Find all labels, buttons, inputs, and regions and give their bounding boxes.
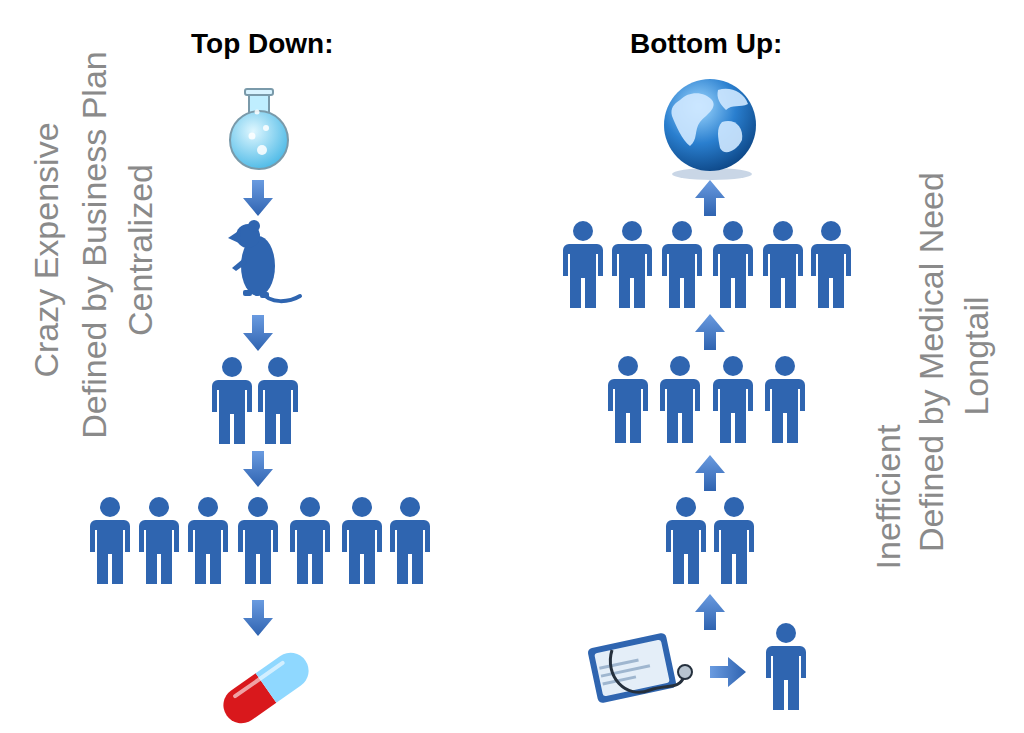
- side-note: Defined by Business Plan: [77, 51, 111, 438]
- arrow: [243, 600, 273, 636]
- side-note: Defined by Medical Need: [914, 172, 948, 552]
- side-note: Centralized: [123, 164, 157, 336]
- arrow: [695, 180, 725, 216]
- rat-icon: [228, 220, 300, 301]
- people-group: [608, 356, 805, 443]
- arrow: [695, 594, 725, 630]
- arrow: [710, 657, 746, 687]
- side-note: Crazy Expensive: [29, 122, 63, 377]
- pill-icon: [216, 646, 315, 731]
- people-group: [90, 497, 430, 584]
- side-note: Longtail: [959, 296, 993, 415]
- side-note: Inefficient: [871, 425, 905, 570]
- arrow: [695, 455, 725, 491]
- flask-icon: [230, 89, 288, 169]
- arrow: [243, 180, 273, 216]
- arrow: [243, 451, 273, 487]
- column-title: Top Down:: [191, 30, 334, 58]
- arrow: [695, 314, 725, 350]
- person-icon: [766, 623, 806, 710]
- people-group: [563, 221, 851, 308]
- column-title: Bottom Up:: [630, 30, 782, 58]
- people-group: [666, 497, 754, 584]
- stethoscope-clipboard-icon: [587, 632, 692, 703]
- globe-icon: [664, 79, 756, 180]
- arrow: [243, 315, 273, 351]
- people-group: [212, 357, 298, 444]
